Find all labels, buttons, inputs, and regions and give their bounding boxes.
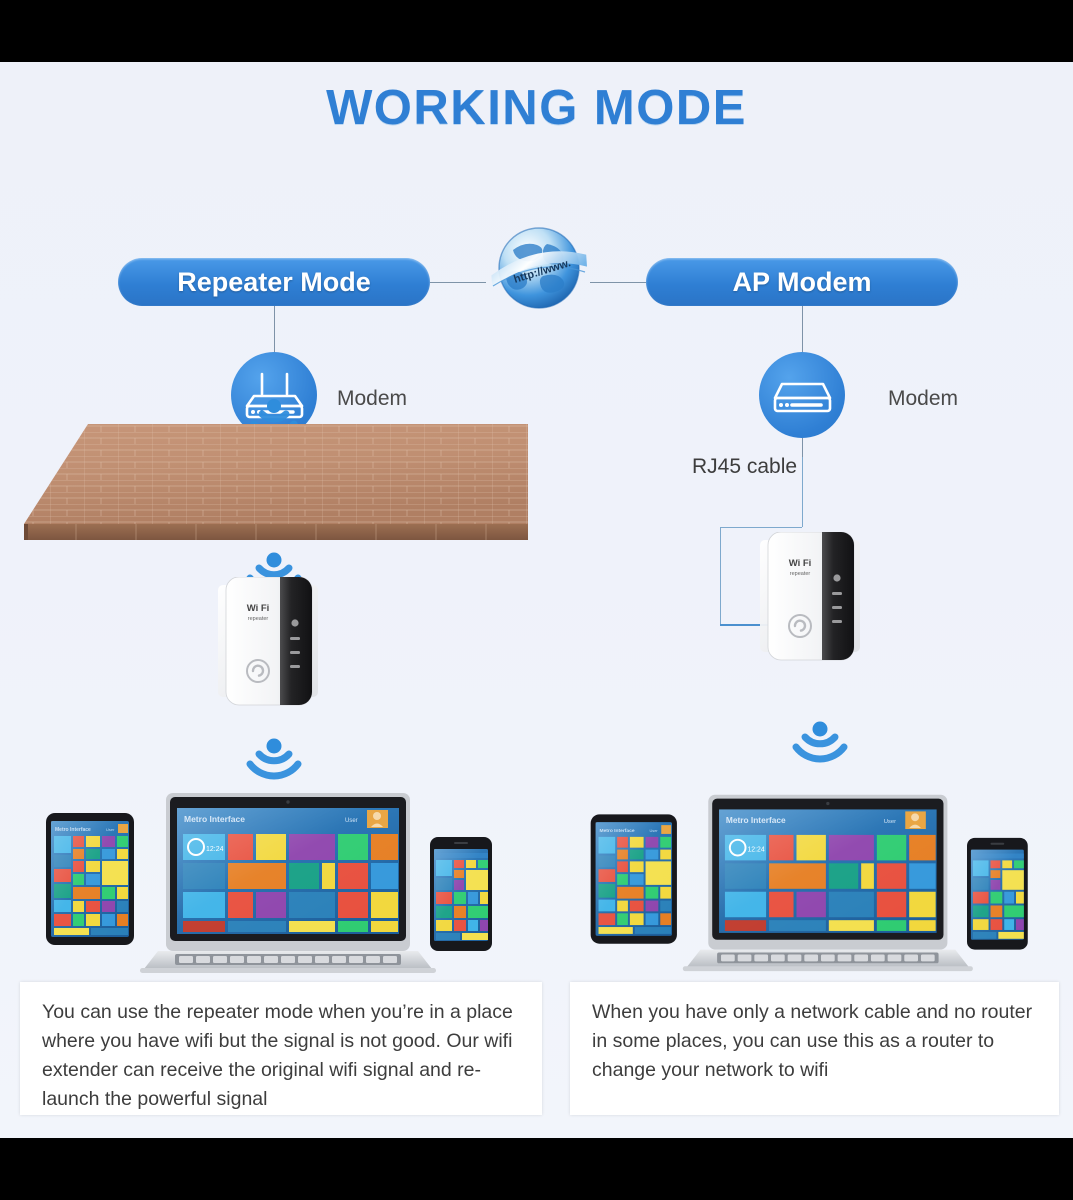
rj45-cable-to-device (720, 624, 768, 626)
tablet-device-right: Metro Interface User (590, 814, 677, 944)
repeater-brand-line1: Wi Fi (247, 603, 270, 614)
mode-pill-ap-modem-label: AP Modem (732, 266, 872, 297)
modem-label-repeater: Modem (337, 387, 408, 410)
wifi-repeater-device-left: Wi Fi repeater (218, 576, 318, 706)
phone-device (430, 837, 492, 951)
brick-wall (16, 420, 536, 550)
globe-internet-icon: http://www. (485, 214, 593, 318)
wifi-repeater-device-right: Wi Fi repeater (760, 531, 860, 661)
modem-label-ap: Modem (888, 387, 959, 410)
mode-pill-repeater-label: Repeater Mode (177, 266, 371, 297)
infographic-canvas: WORKING MODE (0, 62, 1073, 1138)
page-title: WORKING MODE (326, 81, 747, 135)
laptop-device-right: Metro Interface User 12:24 (682, 794, 973, 972)
caption-repeater: You can use the repeater mode when you’r… (20, 982, 542, 1115)
caption-ap-modem: When you have only a network cable and n… (570, 982, 1059, 1115)
phone-device-right (967, 837, 1028, 950)
device-group-repeater: Metro Interface User (30, 777, 530, 977)
rj45-cable-down (720, 527, 721, 625)
tablet-device: Metro Interface User (46, 813, 134, 945)
rj45-cable-label: RJ45 cable (692, 455, 798, 478)
modem-icon-ap (759, 352, 845, 438)
letterbox-bottom (0, 1138, 1073, 1200)
connector-right-pill-down (802, 306, 803, 354)
repeater-brand-line2: repeater (248, 616, 269, 622)
mode-pill-ap-modem[interactable]: AP Modem (646, 258, 958, 306)
device-group-ap: Metro Interface User (575, 777, 1065, 977)
rj45-cable-horizontal (720, 527, 802, 528)
letterbox-top (0, 0, 1073, 62)
rj45-cable-vertical-2 (802, 457, 803, 527)
repeater-brand-line2-right: repeater (790, 571, 811, 577)
repeater-brand-line1-right: Wi Fi (789, 558, 812, 569)
wifi-signal-ap-to-devices (786, 705, 854, 776)
connector-left-pill-down (274, 306, 275, 354)
mode-pill-repeater[interactable]: Repeater Mode (118, 258, 430, 306)
laptop-device: Metro Interface User 12:24 (140, 793, 436, 973)
wifi-signal-repeater-to-devices (240, 722, 308, 793)
